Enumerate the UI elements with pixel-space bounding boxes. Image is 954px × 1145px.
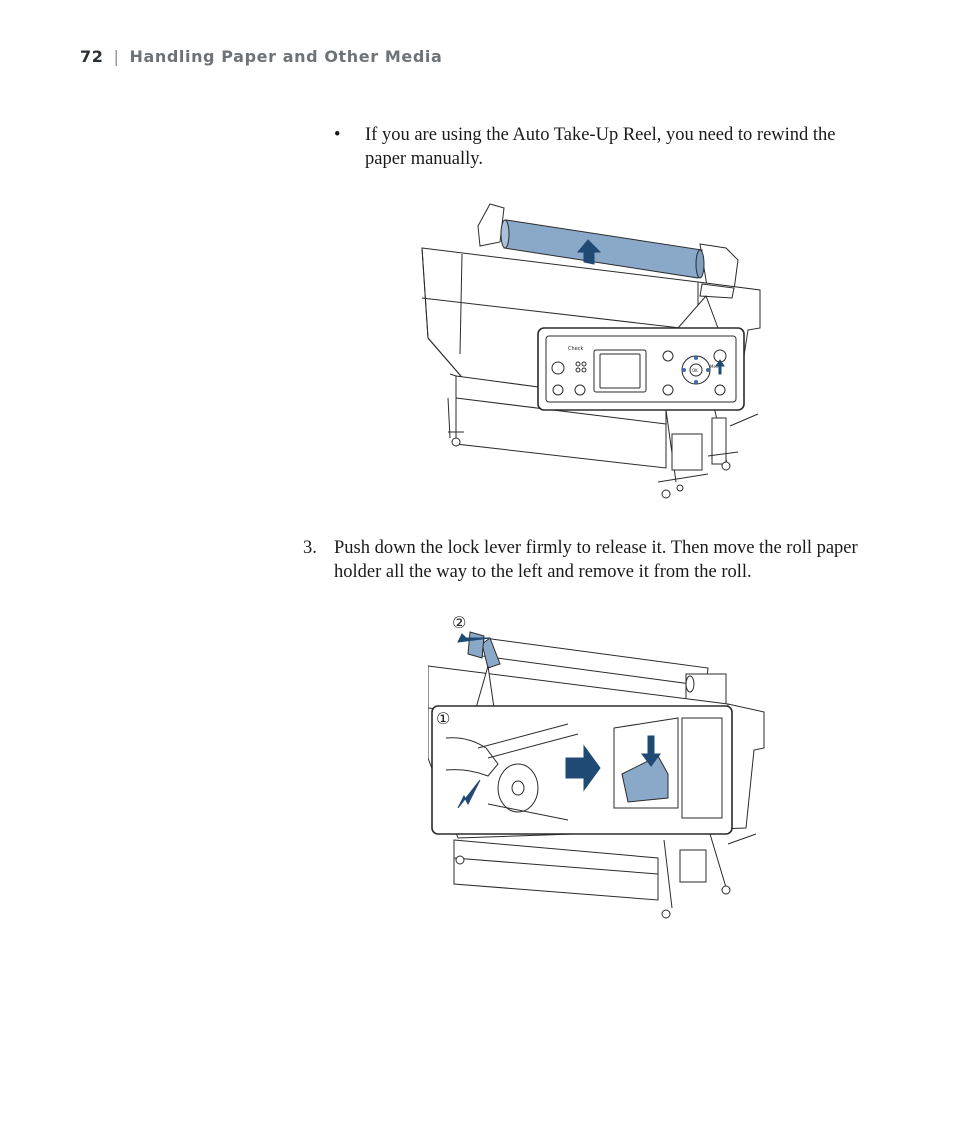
panel-label-ok: OK xyxy=(692,368,698,373)
bullet-mark: • xyxy=(334,125,341,145)
printer-rewind-illustration: Check OK Menu xyxy=(408,198,768,508)
step-line-2: holder all the way to the left and remov… xyxy=(334,562,752,582)
panel-label-check: Check xyxy=(568,346,583,352)
page-number: 72 xyxy=(80,47,104,66)
step-line-1: Push down the lock lever firmly to relea… xyxy=(334,538,858,558)
callout-2: ② xyxy=(452,613,466,632)
bullet-line-1: If you are using the Auto Take-Up Reel, … xyxy=(365,125,836,145)
bullet-text: If you are using the Auto Take-Up Reel, … xyxy=(365,123,865,171)
header-separator: | xyxy=(113,47,120,66)
step-number: 3. xyxy=(303,538,317,558)
bullet-line-2: paper manually. xyxy=(365,149,483,169)
running-header: 72 | Handling Paper and Other Media xyxy=(80,47,442,66)
roll-holder-removal-illustration: ② ① xyxy=(428,608,770,923)
section-title: Handling Paper and Other Media xyxy=(129,47,443,66)
callout-1: ① xyxy=(436,709,450,728)
step-text: Push down the lock lever firmly to relea… xyxy=(334,536,879,584)
